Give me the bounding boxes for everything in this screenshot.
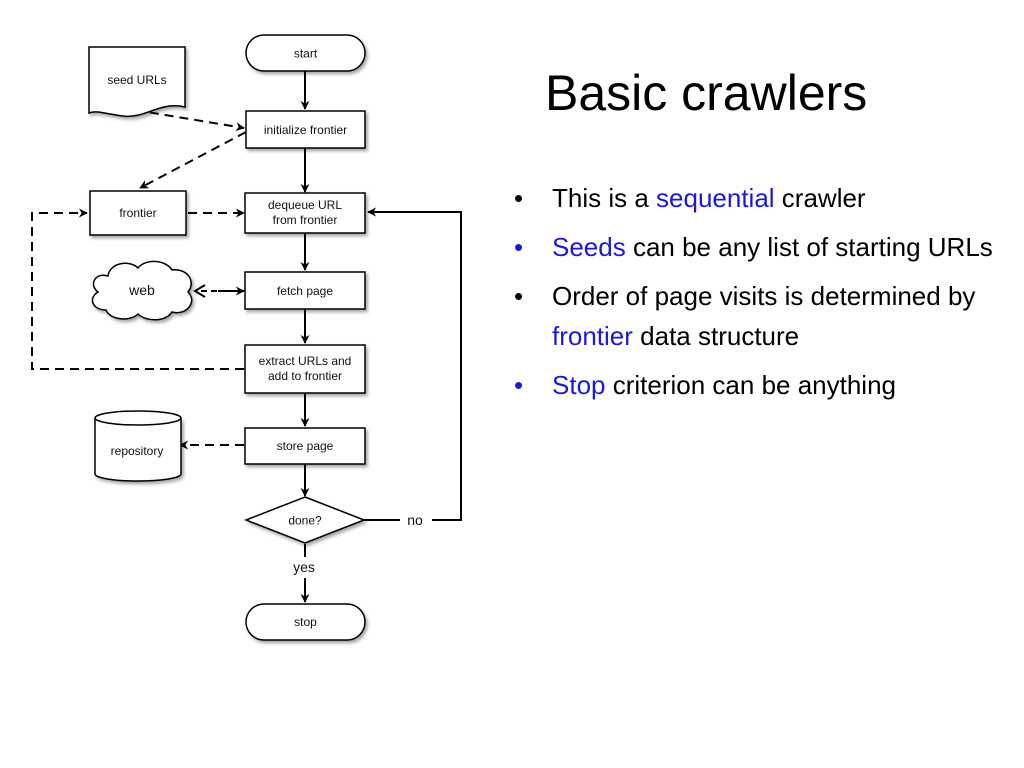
dashed-edges [31, 109, 247, 450]
node-web-label: web [128, 282, 155, 298]
node-done-decision: done? [243, 496, 367, 544]
node-frontier-label: frontier [119, 206, 156, 220]
node-frontier: frontier [89, 190, 187, 236]
bullet-item: • This is a sequential crawler [510, 178, 1010, 218]
node-stop-label: stop [294, 615, 317, 629]
node-start-label: start [294, 47, 318, 61]
node-seed-urls: seed URLs [88, 46, 186, 118]
bullet-dot: • [514, 281, 524, 311]
node-repository-label: repository [111, 444, 164, 458]
bullet-highlight: frontier [552, 321, 633, 351]
node-seed-urls-label: seed URLs [107, 73, 166, 87]
bullet-text: crawler [774, 183, 866, 213]
node-store-page-label: store page [277, 439, 334, 453]
edge-extract-frontier [31, 208, 244, 370]
bullet-item: • Seeds can be any list of starting URLs [510, 227, 1010, 267]
node-store-page: store page [244, 427, 366, 465]
bullet-text: data structure [632, 321, 800, 351]
node-start: start [245, 34, 366, 72]
bullet-highlight: sequential [656, 183, 775, 213]
edge-no-loop [367, 207, 462, 521]
node-stop: stop [245, 603, 366, 641]
node-initialize-frontier-label: initialize frontier [264, 123, 347, 137]
edge-seed-init [134, 109, 245, 132]
bullet-item: • Order of page visits is determined by … [510, 276, 1010, 356]
bullet-list: • This is a sequential crawler • Seeds c… [510, 178, 1010, 414]
edge-label-no: no [407, 512, 423, 528]
node-done-label: done? [288, 514, 322, 528]
node-initialize-frontier: initialize frontier [245, 110, 366, 149]
bullet-highlight: Seeds [552, 232, 626, 262]
node-repository: repository [94, 410, 182, 482]
node-web-cloud: web [91, 260, 193, 321]
bullet-text: can be any list of starting URLs [625, 232, 993, 262]
bullet-dot: • [514, 183, 524, 213]
node-fetch-page: fetch page [244, 271, 366, 310]
node-fetch-page-label: fetch page [277, 284, 333, 298]
bullet-text: This is a [552, 183, 657, 213]
edge-label-yes: yes [293, 559, 315, 575]
slide-title: Basic crawlers [545, 65, 868, 121]
edge-fetch-web [193, 284, 245, 298]
bullet-item: • Stop criterion can be anything [510, 365, 1010, 405]
bullet-dot: • [514, 370, 524, 400]
bullet-text: Order of page visits is determined by [552, 281, 976, 311]
bullet-text: criterion can be anything [605, 370, 897, 400]
solid-edges [300, 71, 462, 603]
edge-init-frontier [139, 131, 247, 189]
bullet-dot: • [514, 232, 524, 262]
bullet-highlight: Stop [552, 370, 606, 400]
